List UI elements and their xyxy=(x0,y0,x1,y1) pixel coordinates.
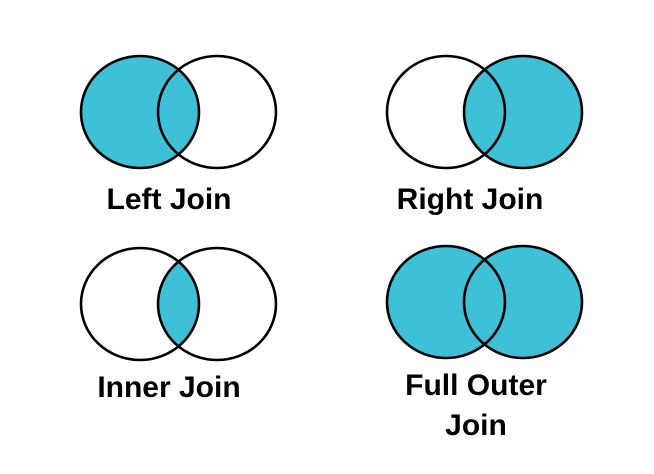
left-circle-outline xyxy=(385,54,507,170)
label-left-join: Left Join xyxy=(106,183,232,216)
label-right-join: Right Join xyxy=(396,183,544,216)
right-circle-outline xyxy=(462,54,584,170)
venn-diagram-right-join xyxy=(385,54,584,170)
venn-diagram-left-join xyxy=(79,54,278,170)
inner-join-shaded-intersection xyxy=(158,248,199,360)
label-full-outer-join: Full Outer Join xyxy=(405,369,547,442)
right-circle-outline xyxy=(462,244,584,360)
right-circle-outline xyxy=(156,54,278,170)
right-join-shaded-right-circle xyxy=(464,56,582,168)
left-circle-outline xyxy=(79,54,201,170)
left-join-shaded-left-circle xyxy=(81,56,199,168)
left-circle-outline xyxy=(385,244,507,360)
venn-diagram-inner-join xyxy=(79,246,278,362)
label-inner-join: Inner Join xyxy=(97,371,241,404)
right-circle-outline xyxy=(156,246,278,362)
venn-diagram-full-outer-join xyxy=(385,244,584,360)
full-outer-join-shaded-right-circle xyxy=(464,246,582,358)
left-circle-outline xyxy=(79,246,201,362)
